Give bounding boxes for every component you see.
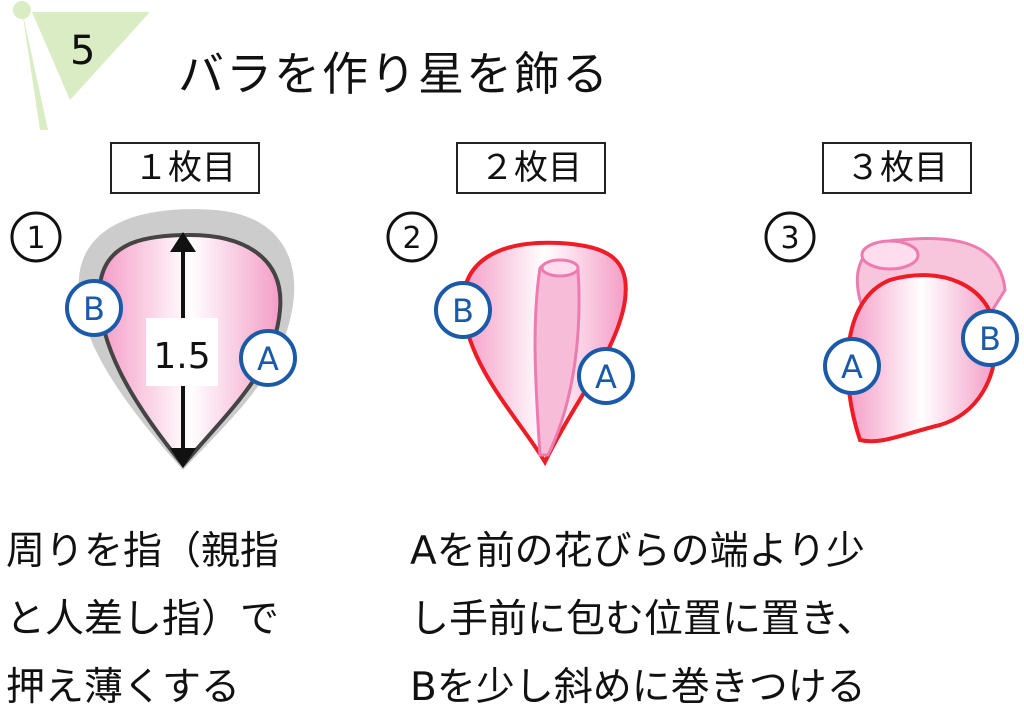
marker-a: A <box>595 358 617 396</box>
circled-number-1 <box>10 211 62 263</box>
caption-line: と人差し指）で <box>6 597 280 642</box>
petal-2 <box>460 240 628 467</box>
panel-label-2: ２枚目 <box>456 142 606 194</box>
circled-number-3-text: 3 <box>780 221 799 256</box>
caption-line: 押え薄くする <box>6 665 241 710</box>
marker-a: A <box>257 340 279 378</box>
panel-label-3: ３枚目 <box>822 142 972 194</box>
step-number: 5 <box>70 28 96 74</box>
circled-number-2-text: 2 <box>402 221 421 256</box>
measure-label: 1.5 <box>153 336 210 377</box>
marker-b: B <box>83 290 105 328</box>
caption-line: し手前に包む位置に置き、 <box>410 597 876 642</box>
caption-line: Bを少し斜めに巻きつける <box>410 665 866 710</box>
marker-b: B <box>452 292 474 330</box>
caption-line: 周りを指（親指 <box>6 529 280 574</box>
page-title: バラを作り星を飾る <box>178 47 610 101</box>
marker-b: B <box>979 320 1001 358</box>
circled-number-2 <box>386 211 438 263</box>
marker-a: A <box>841 348 863 386</box>
caption-right: Aを前の花びらの端より少 し手前に包む位置に置き、 Bを少し斜めに巻きつける <box>410 518 875 722</box>
panel-label-1: １枚目 <box>110 142 260 194</box>
petal-3 <box>845 237 1007 444</box>
petal-1 <box>78 209 295 471</box>
circled-number-3 <box>764 211 816 263</box>
caption-line: Aを前の花びらの端より少 <box>410 529 865 574</box>
circled-number-1-text: 1 <box>26 221 45 256</box>
flag-icon <box>13 1 150 130</box>
caption-left: 周りを指（親指 と人差し指）で 押え薄くする <box>6 518 279 722</box>
